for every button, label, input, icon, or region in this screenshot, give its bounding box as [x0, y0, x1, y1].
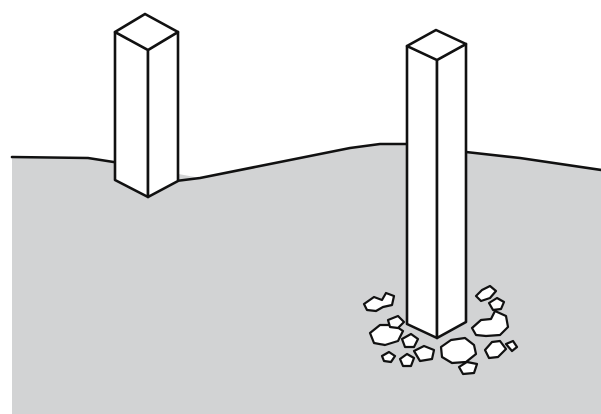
- left-pillar-front-face: [115, 32, 148, 197]
- left-pillar: [115, 14, 178, 197]
- right-pillar-side-face: [437, 44, 466, 338]
- left-pillar-side-face: [148, 32, 178, 197]
- ground-area: [12, 144, 601, 414]
- right-pillar-front-face: [407, 46, 437, 338]
- right-pillar: [407, 30, 466, 338]
